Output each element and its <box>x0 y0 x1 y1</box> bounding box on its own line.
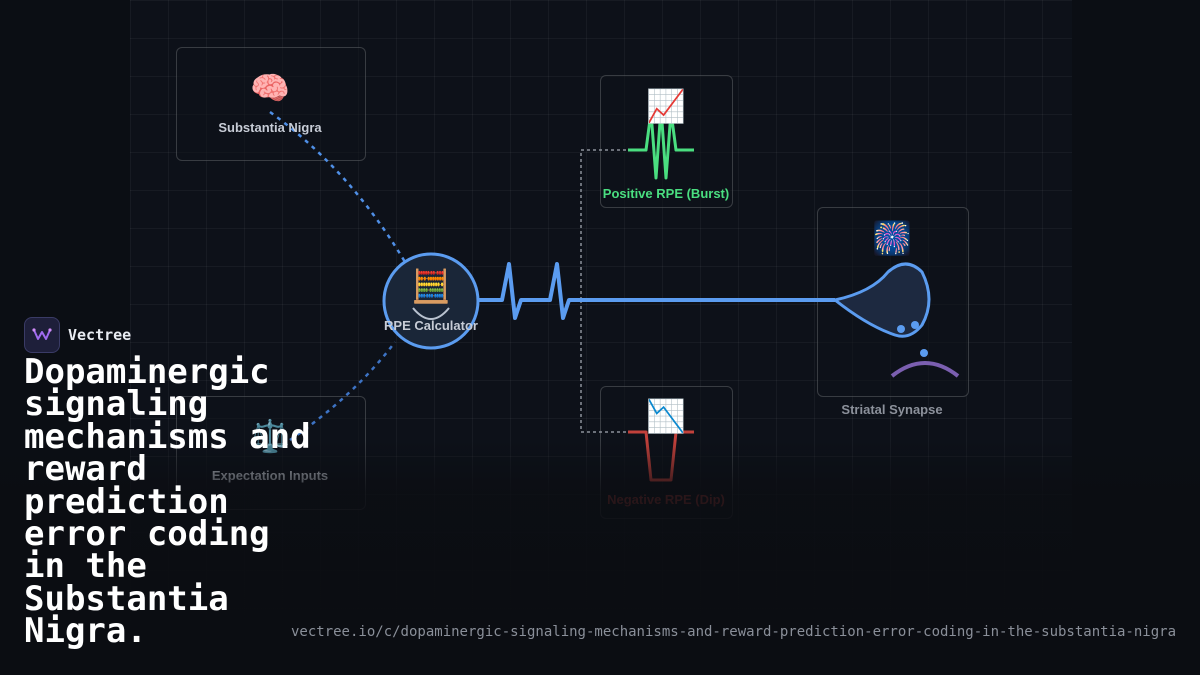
vesicle-2 <box>911 321 919 329</box>
positive-rpe-label: Positive RPE (Burst) <box>602 186 730 201</box>
abacus-icon: 🧮 <box>411 267 451 305</box>
substantia-nigra-node[interactable] <box>176 47 366 161</box>
released-dopamine <box>920 349 928 357</box>
negative-dip-waveform <box>628 430 694 482</box>
brand[interactable]: Vectree <box>24 317 131 353</box>
substantia-nigra-label: Substantia Nigra <box>218 120 322 135</box>
edge-branch-positive <box>580 149 628 300</box>
positive-burst-waveform <box>628 106 694 180</box>
chart-increasing-icon: 📈 <box>646 87 686 125</box>
page-title: Dopaminergic signaling mechanisms and re… <box>24 352 311 652</box>
edge-expectation-to-rpe <box>289 341 396 442</box>
rpe-calculator-label: RPE Calculator <box>384 318 478 333</box>
fireworks-icon: 🎆 <box>872 219 912 257</box>
axon-spike-train <box>478 262 835 320</box>
negative-rpe-label: Negative RPE (Dip) <box>607 492 725 507</box>
edge-nigra-to-rpe <box>269 110 407 263</box>
edge-branch-negative <box>580 300 628 433</box>
vesicle-1 <box>897 325 905 333</box>
postsynaptic-receptor <box>890 361 960 378</box>
brain-icon: 🧠 <box>250 69 290 107</box>
synaptic-terminal[interactable] <box>831 262 931 338</box>
waveform-logo-icon <box>24 317 60 353</box>
positive-rpe-node[interactable] <box>600 75 733 208</box>
rpe-calculator-bowl <box>412 307 450 320</box>
chart-decreasing-icon: 📉 <box>646 397 686 435</box>
striatal-synapse-label: Striatal Synapse <box>841 402 943 417</box>
page-url[interactable]: vectree.io/c/dopaminergic-signaling-mech… <box>290 624 1176 640</box>
brand-name: Vectree <box>68 326 132 344</box>
